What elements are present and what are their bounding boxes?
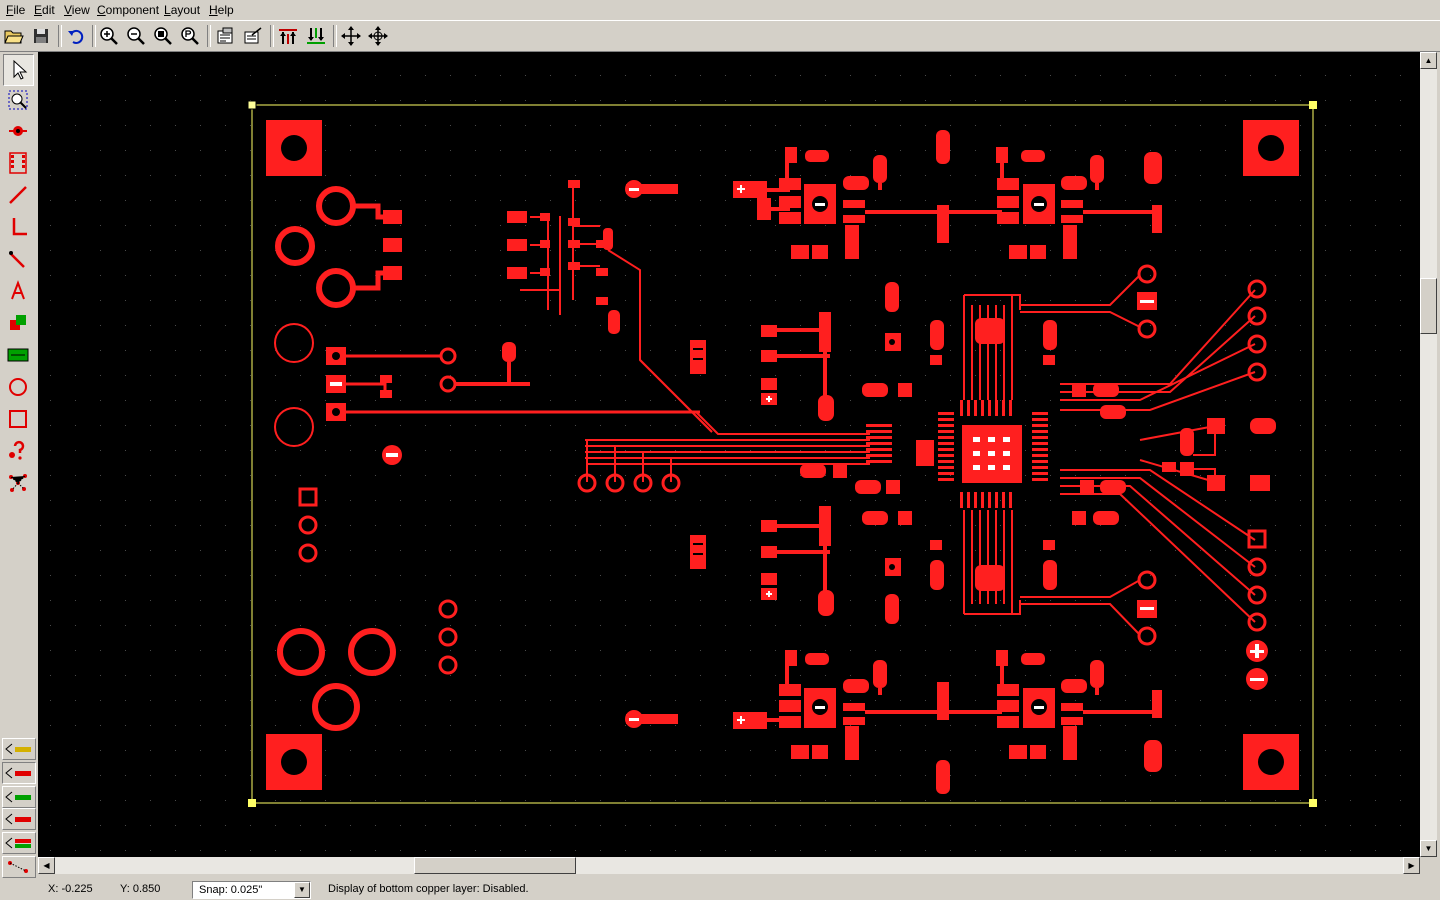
open-folder-icon[interactable] <box>2 24 26 48</box>
zoom-fit-icon[interactable] <box>151 24 175 48</box>
horizontal-scrollbar[interactable]: ◀ ▶ <box>38 857 1420 874</box>
fill-area-icon[interactable] <box>3 340 32 370</box>
zoom-previous-icon[interactable] <box>178 24 202 48</box>
mounting-hole-bottom-right <box>1243 734 1299 790</box>
scroll-up-button[interactable]: ▲ <box>1420 52 1437 69</box>
place-text-icon[interactable] <box>3 276 32 306</box>
menu-layout[interactable]: Layout <box>164 3 201 17</box>
zoom-in-icon[interactable] <box>97 24 121 48</box>
draw-diagonal-trace-icon[interactable] <box>3 244 32 274</box>
status-bar: X: -0.225 Y: 0.850 Snap: 0.025" ▼ Displa… <box>0 878 1440 900</box>
zoom-out-icon[interactable] <box>124 24 148 48</box>
rotate-move-icon[interactable] <box>366 24 390 48</box>
vertical-scroll-thumb[interactable] <box>1420 278 1437 334</box>
menu-view[interactable]: View <box>64 3 90 17</box>
menu-file[interactable]: File <box>6 3 26 17</box>
layer-top-silk-icon[interactable] <box>2 738 36 760</box>
draw-angle-trace-icon[interactable] <box>3 212 32 242</box>
board-outline <box>247 100 1317 807</box>
place-pad-icon[interactable] <box>3 308 32 338</box>
properties-icon[interactable] <box>213 24 237 48</box>
query-icon[interactable] <box>3 436 32 466</box>
cursor-x-readout: X: -0.225 <box>48 883 93 895</box>
scroll-down-button[interactable]: ▼ <box>1420 840 1437 857</box>
menu-edit[interactable]: Edit <box>34 3 55 17</box>
menu-component[interactable]: Component <box>97 3 160 17</box>
zoom-select-icon[interactable] <box>3 85 32 115</box>
layer-top-copper-icon[interactable] <box>2 762 36 784</box>
connections-icon[interactable] <box>2 856 36 878</box>
chevron-down-icon[interactable]: ▼ <box>294 882 310 898</box>
select-arrow-icon[interactable] <box>3 54 34 86</box>
layer-bottom-silk-icon[interactable] <box>2 832 36 854</box>
main-toolbar <box>0 20 1440 52</box>
place-via-icon[interactable] <box>3 116 32 146</box>
pcb-canvas[interactable] <box>38 52 1420 857</box>
mounting-hole-top-left <box>266 120 322 176</box>
status-message: Display of bottom copper layer: Disabled… <box>328 883 529 895</box>
draw-trace-icon[interactable] <box>3 180 32 210</box>
pcb-drawing <box>38 52 1420 857</box>
draw-rectangle-icon[interactable] <box>3 404 32 434</box>
layer-bottom-copper-icon[interactable] <box>2 808 36 830</box>
flip-up-icon[interactable] <box>276 24 300 48</box>
move-icon[interactable] <box>339 24 363 48</box>
ratsnest-icon[interactable] <box>3 468 32 498</box>
cursor-y-readout: Y: 0.850 <box>120 883 161 895</box>
component-properties-icon[interactable] <box>241 24 265 48</box>
vertical-scrollbar[interactable]: ▲ ▼ <box>1420 52 1437 857</box>
menu-help[interactable]: Help <box>209 3 234 17</box>
scroll-left-button[interactable]: ◀ <box>38 857 55 874</box>
horizontal-scroll-thumb[interactable] <box>414 857 576 874</box>
snap-value: Snap: 0.025" <box>199 884 263 896</box>
flip-down-icon[interactable] <box>304 24 328 48</box>
mounting-hole-bottom-left <box>266 734 322 790</box>
snap-select[interactable]: Snap: 0.025" ▼ <box>192 881 311 899</box>
mounting-hole-top-right <box>1243 120 1299 176</box>
tools-palette <box>0 52 36 878</box>
layer-inner-copper-icon[interactable] <box>2 786 36 808</box>
save-icon[interactable] <box>29 24 53 48</box>
scroll-right-button[interactable]: ▶ <box>1403 857 1420 874</box>
place-component-icon[interactable] <box>3 148 32 178</box>
menu-bar: File Edit View Component Layout Help <box>0 0 1440 20</box>
undo-icon[interactable] <box>63 24 87 48</box>
draw-circle-icon[interactable] <box>3 372 32 402</box>
